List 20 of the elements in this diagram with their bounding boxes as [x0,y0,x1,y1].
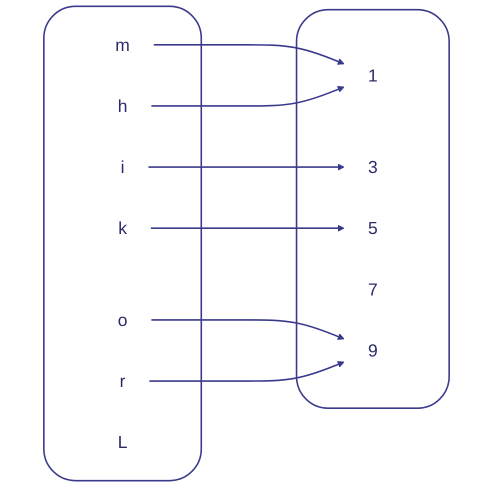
node-text: k [118,218,127,238]
arrow [154,44,344,65]
arrow [151,319,344,340]
node-text: 1 [368,65,378,86]
node-text: 9 [368,340,378,360]
node-text: o [118,310,128,330]
cluster [43,6,202,482]
arrow [151,86,344,107]
arrow [149,361,344,382]
cluster [296,8,450,409]
node-text: L [118,432,128,452]
node-text: 5 [368,218,378,238]
node-text: m [115,34,130,55]
node-text: r [120,371,126,391]
node-text: h [118,96,128,116]
node-text: i [120,157,125,178]
arrow [150,224,344,232]
node-text: 3 [368,157,378,178]
node-text: 7 [368,279,378,300]
arrow [148,164,344,171]
